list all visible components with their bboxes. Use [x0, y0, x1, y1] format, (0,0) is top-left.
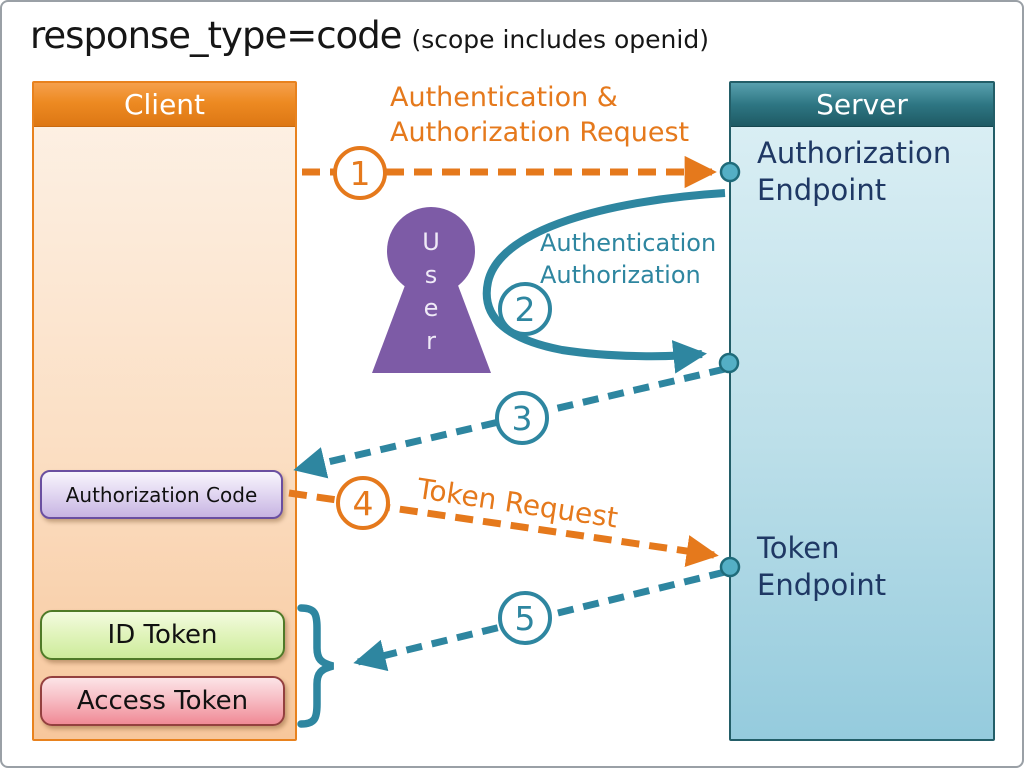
title-sub: (scope includes openid)	[411, 25, 709, 54]
access-token-box: Access Token	[40, 676, 285, 726]
step-4-badge: 4	[336, 476, 390, 530]
step-1-label: Authentication & Authorization Request	[390, 82, 690, 149]
step-3-badge: 3	[495, 391, 549, 445]
id-token-box: ID Token	[40, 610, 285, 660]
token-endpoint-label: Token Endpoint	[757, 531, 887, 603]
token-group-brace	[297, 604, 334, 728]
step-1-badge: 1	[333, 146, 387, 200]
step-2-label: Authentication Authorization	[540, 229, 717, 289]
server-box: Server	[729, 81, 995, 741]
authorization-endpoint-label: Authorization Endpoint	[757, 136, 952, 208]
step-2-badge: 2	[498, 282, 552, 336]
page-title: response_type=code (scope includes openid…	[30, 14, 709, 57]
user-label: U s e r	[422, 228, 440, 355]
title-main: response_type=code	[30, 14, 402, 57]
client-header: Client	[34, 83, 295, 127]
server-header: Server	[731, 83, 993, 127]
step-4-label: Token Request	[415, 472, 621, 535]
authorization-code-box: Authorization Code	[40, 470, 283, 519]
step-5-badge: 5	[498, 591, 552, 645]
